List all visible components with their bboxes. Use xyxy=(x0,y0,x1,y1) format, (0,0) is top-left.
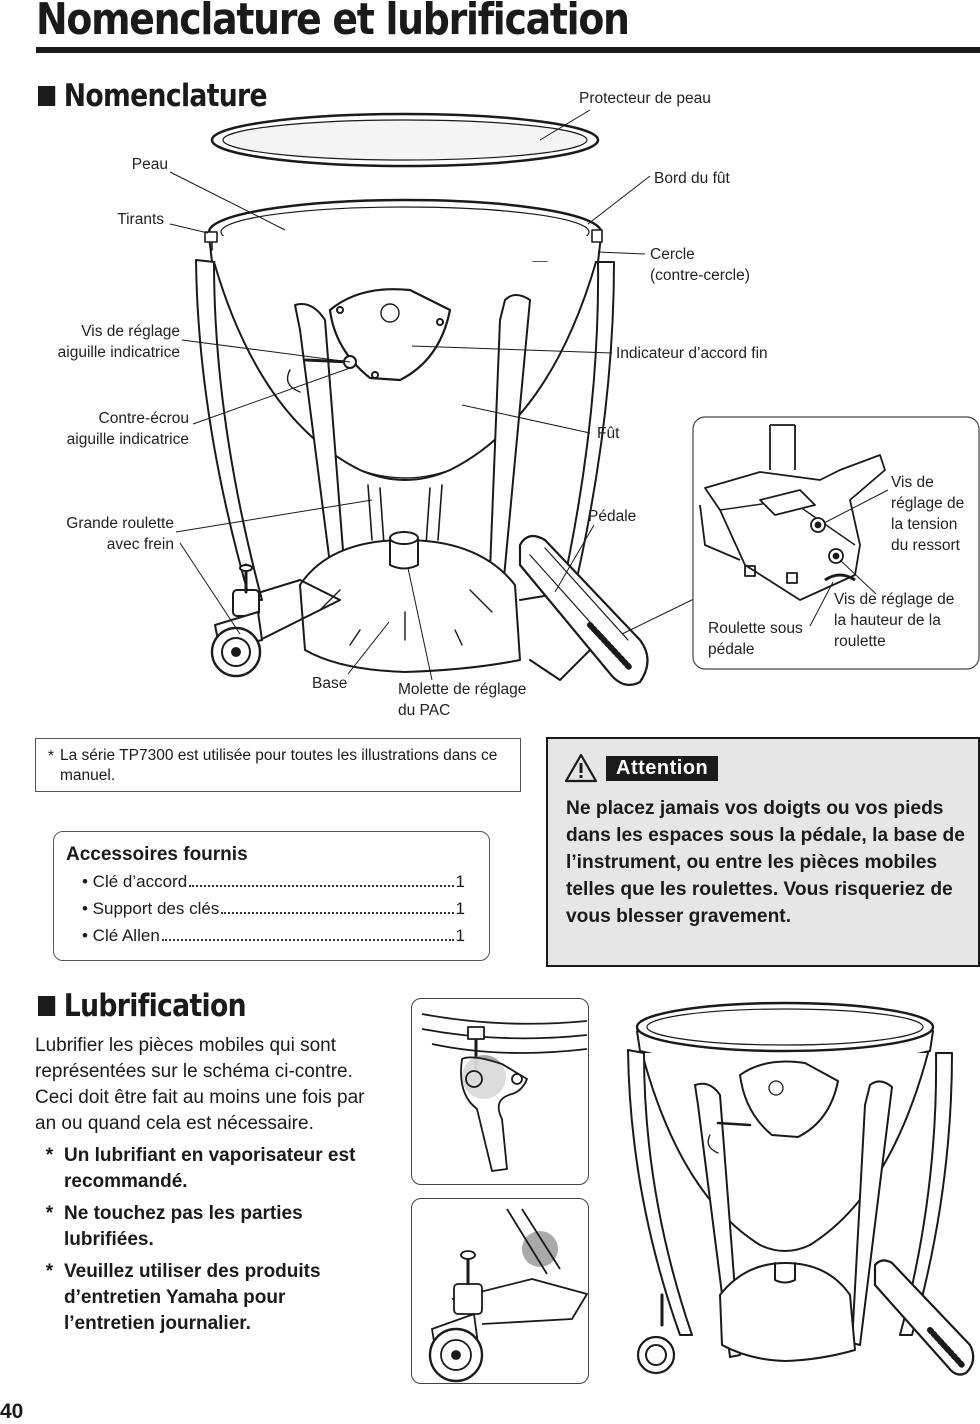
dot-leader xyxy=(161,939,454,941)
label-cercle: Cercle (contre-cercle) xyxy=(650,244,750,286)
label-vis-tension-line2: réglage de xyxy=(891,495,965,512)
label-contre-ecrou-line2: aiguille indicatrice xyxy=(66,431,189,448)
label-indicateur: Indicateur d’accord fin xyxy=(616,345,768,362)
page-number: 40 xyxy=(0,1400,24,1423)
label-peau: Peau xyxy=(131,156,168,173)
illustration-note: * La série TP7300 est utilisée pour tout… xyxy=(35,738,521,792)
label-roulette-pedale: Roulette sous pédale xyxy=(708,618,803,660)
label-molette-line1: Molette de réglage xyxy=(398,681,527,698)
lubrication-intro: Lubrifier les pièces mobiles qui sont re… xyxy=(35,1035,365,1134)
accessory-item: • Support des clés 1 xyxy=(66,899,465,926)
label-grande-roulette-line2: avec frein xyxy=(106,536,174,553)
accessory-item: • Clé Allen 1 xyxy=(66,926,465,953)
pedal-detail-drawing xyxy=(699,424,886,601)
accessory-label: • Clé d’accord xyxy=(82,872,188,891)
lubrication-heading-text: Lubrification xyxy=(63,988,247,1024)
lubrication-heading: Lubrification xyxy=(38,988,247,1024)
label-vis-hauteur: Vis de réglage de la hauteur de la roule… xyxy=(834,589,954,652)
lubrication-note-text: Veuillez utiliser des produits d’entreti… xyxy=(64,1261,321,1334)
section-square-icon xyxy=(38,996,56,1016)
label-bord-fut: Bord du fût xyxy=(654,170,730,187)
label-tirants: Tirants xyxy=(117,211,164,228)
accessories-box: Accessoires fournis • Clé d’accord 1 • S… xyxy=(53,831,490,961)
label-base: Base xyxy=(312,675,348,692)
pedal-shape xyxy=(518,534,649,687)
attention-box: Attention Ne placez jamais vos doigts ou… xyxy=(546,737,980,967)
accessory-label: • Support des clés xyxy=(82,899,220,918)
dot-leader xyxy=(189,885,454,887)
dot-leader xyxy=(221,912,454,914)
label-grande-roulette-line1: Grande roulette xyxy=(66,515,174,532)
label-contre-ecrou-line1: Contre-écrou xyxy=(98,410,189,427)
label-protecteur: Protecteur de peau xyxy=(579,90,711,107)
lubrication-detail-bottom xyxy=(411,1198,589,1384)
nomenclature-heading: Nomenclature xyxy=(38,78,268,114)
label-molette: Molette de réglage du PAC xyxy=(398,679,526,721)
label-pedale: Pédale xyxy=(588,508,637,525)
lubrication-notes: * Un lubrifiant en vaporisateur est reco… xyxy=(35,1143,375,1343)
lubrication-note-text: Ne touchez pas les parties lubrifiées. xyxy=(64,1203,303,1250)
label-cercle-line1: Cercle xyxy=(650,246,695,263)
label-vis-hauteur-line1: Vis de réglage de xyxy=(834,591,955,608)
note-marker: * xyxy=(45,1203,54,1224)
page-title: Nomenclature et lubrification xyxy=(36,0,630,45)
label-vis-tension-line3: la tension xyxy=(891,516,958,533)
base-shape xyxy=(299,539,521,673)
accessory-qty: 1 xyxy=(455,872,465,891)
label-vis-hauteur-line3: roulette xyxy=(834,633,886,650)
fine-tuner-plate xyxy=(328,288,452,382)
label-cercle-line2: (contre-cercle) xyxy=(650,267,750,284)
note-marker: * xyxy=(45,1261,54,1282)
label-vis-reglage-line1: Vis de réglage xyxy=(81,323,180,340)
accessory-qty: 1 xyxy=(455,899,465,918)
section-square-icon xyxy=(38,86,56,106)
note-marker: * xyxy=(45,1145,54,1166)
attention-label: Attention xyxy=(606,755,719,781)
label-vis-hauteur-line2: la hauteur de la xyxy=(834,612,941,629)
nomenclature-heading-text: Nomenclature xyxy=(63,78,268,114)
note-text: La série TP7300 est utilisée pour toutes… xyxy=(60,747,498,784)
label-vis-reglage: Vis de réglage aiguille indicatrice xyxy=(20,321,180,363)
label-vis-tension: Vis de réglage de la tension du ressort xyxy=(891,472,964,556)
attention-text: Ne placez jamais vos doigts ou vos pieds… xyxy=(566,798,965,927)
lubrication-detail-top-drawing xyxy=(421,1013,588,1172)
accessory-item: • Clé d’accord 1 xyxy=(66,872,465,899)
label-grande-roulette: Grande roulette avec frein xyxy=(14,513,174,555)
label-roulette-pedale-line1: Roulette sous xyxy=(708,620,803,637)
lubrication-detail-bottom-drawing xyxy=(428,1208,588,1383)
lubrication-detail-top xyxy=(411,998,589,1185)
label-vis-tension-line4: du ressort xyxy=(891,537,960,554)
lubrication-timpani-illustration xyxy=(627,1001,975,1376)
label-fut: Fût xyxy=(597,425,620,442)
attention-header: Attention xyxy=(564,753,719,783)
title-rule xyxy=(36,47,980,53)
lubrication-note-text: Un lubrifiant en vaporisateur est recomm… xyxy=(64,1145,356,1192)
accessory-label: • Clé Allen xyxy=(82,926,160,945)
label-contre-ecrou: Contre-écrou aiguille indicatrice xyxy=(29,408,189,450)
label-roulette-pedale-line2: pédale xyxy=(708,641,755,658)
accessories-title: Accessoires fournis xyxy=(66,844,248,865)
warning-triangle-icon xyxy=(564,753,598,783)
timpani-illustration xyxy=(169,109,980,687)
lubrication-note: * Veuillez utiliser des produits d’entre… xyxy=(35,1259,375,1337)
label-vis-tension-line1: Vis de xyxy=(891,474,934,491)
head-protector-shape xyxy=(210,112,600,168)
lubrication-note: * Ne touchez pas les parties lubrifiées. xyxy=(35,1201,375,1253)
label-molette-line2: du PAC xyxy=(398,702,451,719)
note-marker: * xyxy=(48,748,55,765)
accessory-qty: 1 xyxy=(455,926,465,945)
lubrication-note: * Un lubrifiant en vaporisateur est reco… xyxy=(35,1143,375,1195)
label-vis-reglage-line2: aiguille indicatrice xyxy=(57,344,180,361)
